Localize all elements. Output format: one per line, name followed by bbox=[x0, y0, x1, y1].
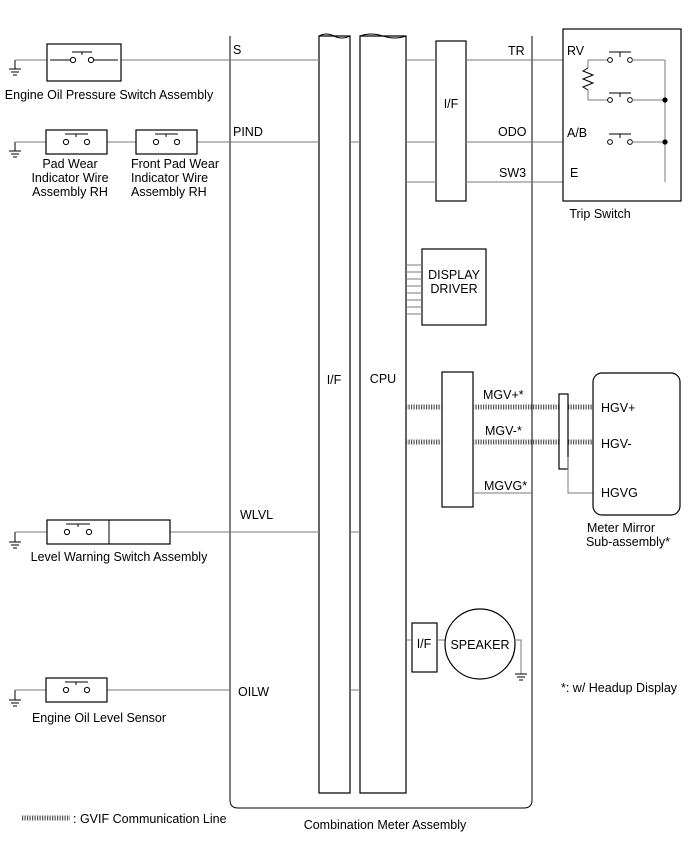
terminal-wlvl: WLVL bbox=[240, 508, 273, 522]
oil-pressure-switch-label: Engine Oil Pressure Switch Assembly bbox=[5, 88, 214, 102]
display-driver-label-2: DRIVER bbox=[430, 282, 477, 296]
terminal-pind: PIND bbox=[233, 125, 263, 139]
trip-switch-label: Trip Switch bbox=[569, 207, 630, 221]
terminal-mgv-plus: MGV+* bbox=[483, 388, 524, 402]
front-pad-wear-rh-label-2: Indicator Wire bbox=[131, 171, 208, 185]
terminal-ab: A/B bbox=[567, 126, 587, 140]
gvif-connector bbox=[558, 393, 569, 470]
terminal-hgvg: HGVG bbox=[601, 486, 638, 500]
cpu-break bbox=[359, 33, 407, 39]
terminal-rv: RV bbox=[567, 44, 585, 58]
gvif-interface-block bbox=[441, 371, 474, 508]
terminal-hgv-minus: HGV- bbox=[601, 437, 632, 451]
terminal-odo: ODO bbox=[498, 125, 527, 139]
if-speaker-block bbox=[411, 622, 438, 673]
cpu-block bbox=[359, 35, 407, 794]
terminal-mgv-minus: MGV-* bbox=[485, 424, 522, 438]
speaker-ground-icon bbox=[514, 639, 527, 681]
if-top-block bbox=[435, 40, 467, 202]
if-speaker-label: I/F bbox=[417, 637, 432, 651]
terminal-tr: TR bbox=[508, 44, 525, 58]
if-left-break bbox=[318, 33, 351, 39]
cpu-label: CPU bbox=[370, 372, 396, 386]
trip-switch-outline bbox=[562, 28, 682, 202]
speaker bbox=[444, 608, 516, 680]
terminal-hgv-plus: HGV+ bbox=[601, 401, 635, 415]
speaker-label: SPEAKER bbox=[450, 638, 509, 652]
terminal-s: S bbox=[233, 43, 241, 57]
level-warning-switch-label: Level Warning Switch Assembly bbox=[31, 550, 208, 564]
trip-switch-contacts bbox=[581, 51, 668, 182]
wire-hgvg bbox=[567, 457, 595, 494]
oil-level-sensor bbox=[9, 677, 230, 707]
pad-wear-rh-label-3: Assembly RH bbox=[32, 185, 108, 199]
terminal-sw3: SW3 bbox=[499, 166, 526, 180]
display-driver-bus bbox=[406, 264, 422, 315]
oil-pressure-switch bbox=[9, 43, 319, 82]
terminal-oilw: OILW bbox=[238, 685, 269, 699]
pad-wear-rh-label-1: Pad Wear bbox=[42, 157, 97, 171]
meter-mirror-label-1: Meter Mirror bbox=[587, 521, 655, 535]
headup-note: *: w/ Headup Display bbox=[561, 681, 678, 695]
if-top-label: I/F bbox=[444, 97, 459, 111]
if-left-label: I/F bbox=[327, 373, 342, 387]
pad-wear-switches bbox=[9, 129, 319, 158]
gvif-legend-label: : GVIF Communication Line bbox=[73, 812, 227, 826]
combination-meter-outline bbox=[229, 36, 533, 809]
level-warning-switch bbox=[9, 519, 319, 549]
display-driver-block bbox=[421, 248, 487, 326]
if-left-block bbox=[318, 35, 351, 794]
meter-mirror-outline bbox=[592, 372, 681, 516]
terminal-mgvg: MGVG* bbox=[484, 479, 527, 493]
front-pad-wear-rh-label-3: Assembly RH bbox=[131, 185, 207, 199]
oil-level-sensor-label: Engine Oil Level Sensor bbox=[32, 711, 166, 725]
combination-meter-label: Combination Meter Assembly bbox=[304, 818, 467, 832]
terminal-e: E bbox=[570, 166, 578, 180]
display-driver-label-1: DISPLAY bbox=[428, 268, 481, 282]
meter-mirror-label-2: Sub-assembly* bbox=[586, 535, 670, 549]
front-pad-wear-rh-label-1: Front Pad Wear bbox=[131, 157, 219, 171]
pad-wear-rh-label-2: Indicator Wire bbox=[31, 171, 108, 185]
